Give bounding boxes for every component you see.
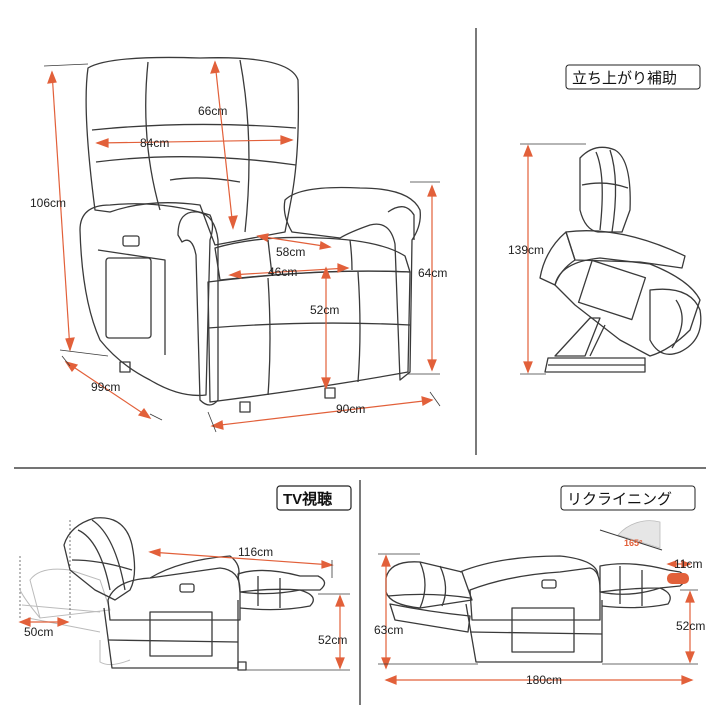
lift-title: 立ち上がり補助 xyxy=(572,70,677,87)
front-dimension-lines xyxy=(47,60,437,430)
label-50cm: 50cm xyxy=(24,625,53,639)
label-99cm: 99cm xyxy=(91,380,120,394)
recline-chair-drawing xyxy=(385,555,686,663)
recline-title: リクライニング xyxy=(567,491,672,508)
tv-dimension-lines xyxy=(18,548,345,670)
lift-dimension-lines xyxy=(523,144,533,374)
recline-extension-lines xyxy=(378,553,698,665)
label-11cm: 11cm xyxy=(674,557,702,571)
label-180cm: 180cm xyxy=(526,673,562,687)
recline-dimension-lines xyxy=(381,554,695,685)
label-64cm: 64cm xyxy=(418,266,447,280)
label-165-deg: 165° xyxy=(624,538,643,548)
label-63cm: 63cm xyxy=(374,623,403,637)
lift-title-box xyxy=(565,64,701,90)
front-chair-drawing xyxy=(79,56,421,413)
label-52cm-recline: 52cm xyxy=(676,619,705,633)
lift-chair-drawing xyxy=(539,146,702,373)
label-90cm: 90cm xyxy=(336,402,365,416)
label-84cm: 84cm xyxy=(140,136,169,150)
tv-title-box xyxy=(276,485,352,511)
label-52cm-front: 52cm xyxy=(310,303,339,317)
label-116cm: 116cm xyxy=(238,545,273,559)
label-58cm: 58cm xyxy=(276,245,305,259)
label-139cm: 139cm xyxy=(508,243,544,257)
angle-indicator-arm xyxy=(599,529,663,551)
front-extension-lines xyxy=(43,57,441,433)
label-46cm: 46cm xyxy=(268,265,297,279)
label-66cm: 66cm xyxy=(198,104,227,118)
recline-title-box xyxy=(560,485,696,511)
tv-ghost-chair xyxy=(19,568,131,666)
lift-extension-lines xyxy=(520,143,586,375)
footrest-highlight xyxy=(667,573,689,584)
tv-extension-lines xyxy=(240,560,350,671)
tv-title: TV視聴 xyxy=(283,490,332,508)
angle-indicator-fan xyxy=(617,520,661,549)
tv-chair-drawing xyxy=(63,517,326,671)
label-52cm-tv: 52cm xyxy=(318,633,347,647)
label-106cm: 106cm xyxy=(30,196,66,210)
